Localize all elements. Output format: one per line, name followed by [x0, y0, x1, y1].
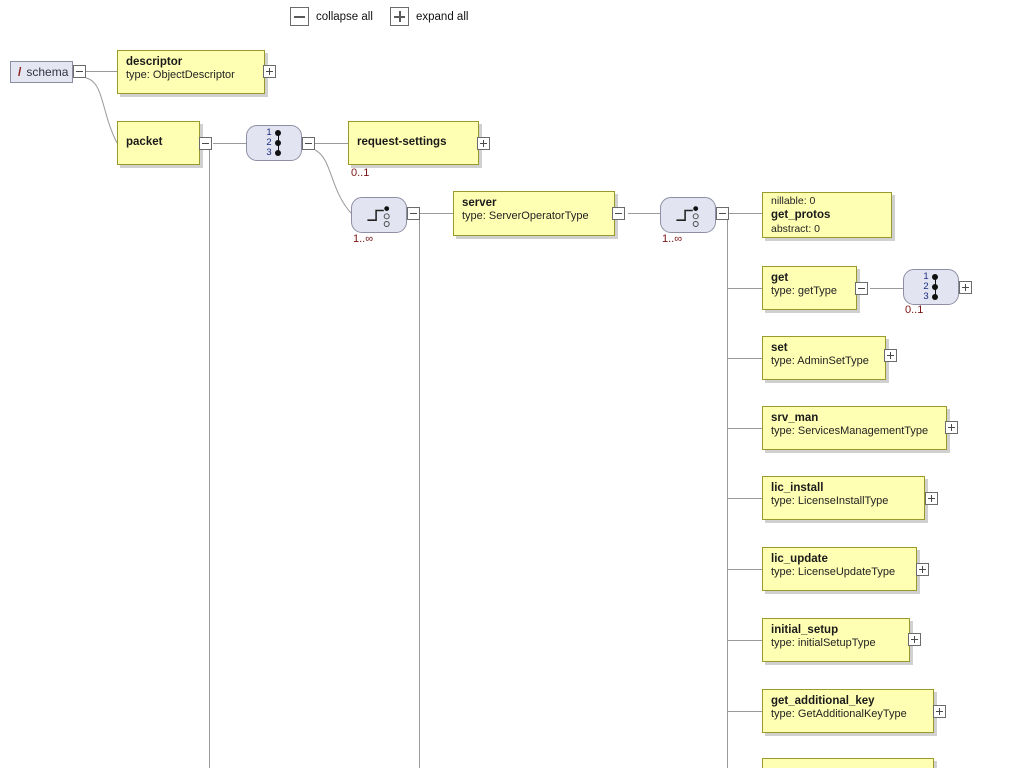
node-type: type: ServerOperatorType	[462, 210, 589, 223]
node-partial-clipped[interactable]	[762, 758, 934, 768]
node-get[interactable]: get type: getType	[762, 266, 857, 310]
trunk-line-packet	[209, 150, 210, 768]
node-name: initial_setup	[771, 624, 839, 636]
node-type: type: ObjectDescriptor	[126, 69, 235, 82]
node-request-settings-expand-toggle[interactable]	[477, 137, 490, 150]
node-lic-install-expand-toggle[interactable]	[925, 492, 938, 505]
trunk-line-server-choice	[419, 220, 420, 768]
node-set[interactable]: set type: AdminSetType	[762, 336, 886, 380]
schema-slash-marker: /	[18, 65, 22, 79]
connector-choice-server	[420, 213, 453, 214]
plus-square-icon[interactable]	[390, 7, 409, 26]
node-server[interactable]: server type: ServerOperatorType	[453, 191, 615, 236]
connector-get-sequence	[870, 288, 903, 289]
cardinality-choice-operations: 1..∞	[662, 233, 683, 245]
node-packet[interactable]: packet	[117, 121, 200, 165]
branch-line-initial-setup	[727, 640, 762, 641]
sequence-dots-icon	[932, 274, 939, 300]
expand-all-control[interactable]: expand all	[390, 7, 468, 26]
node-name: server	[462, 197, 497, 209]
node-set-expand-toggle[interactable]	[884, 349, 897, 362]
connector-choice-getprotos	[729, 213, 762, 214]
node-lic-update[interactable]: lic_update type: LicenseUpdateType	[762, 547, 917, 591]
compositor-choice-operations[interactable]	[660, 197, 716, 233]
collapse-all-control[interactable]: collapse all	[290, 7, 373, 26]
node-server-collapse-toggle[interactable]	[612, 207, 625, 220]
sequence-dots-icon	[275, 130, 282, 156]
node-initial-setup-expand-toggle[interactable]	[908, 633, 921, 646]
node-type: type: LicenseUpdateType	[771, 566, 896, 579]
node-request-settings[interactable]: request-settings	[348, 121, 479, 165]
node-packet-collapse-toggle[interactable]	[199, 137, 212, 150]
compositor-choice-server[interactable]	[351, 197, 407, 233]
node-type: type: getType	[771, 285, 838, 298]
node-lic-update-expand-toggle[interactable]	[916, 563, 929, 576]
node-name: set	[771, 342, 788, 354]
cardinality-request-settings: 0..1	[351, 167, 370, 179]
collapse-all-label: collapse all	[316, 10, 373, 23]
root-schema-node[interactable]: / schema	[10, 61, 73, 83]
compositor-sequence-packet-toggle[interactable]	[302, 137, 315, 150]
node-get-additional-key[interactable]: get_additional_key type: GetAdditionalKe…	[762, 689, 934, 733]
choice-icon	[367, 206, 390, 228]
node-type: type: ServicesManagementType	[771, 425, 929, 438]
node-descriptor-expand-toggle[interactable]	[263, 65, 276, 78]
trunk-line-operations	[727, 220, 728, 768]
compositor-choice-operations-toggle[interactable]	[716, 207, 729, 220]
node-name: request-settings	[357, 136, 447, 149]
root-schema-collapse-toggle[interactable]	[73, 65, 86, 78]
compositor-sequence-get-toggle[interactable]	[959, 281, 972, 294]
compositor-choice-server-toggle[interactable]	[407, 207, 420, 220]
node-name: get_protos	[771, 209, 831, 222]
connector-schema-descriptor	[86, 71, 117, 72]
connector-sequence-request-settings	[315, 143, 348, 144]
node-get-additional-key-expand-toggle[interactable]	[933, 705, 946, 718]
node-name: lic_update	[771, 553, 828, 565]
node-name: get	[771, 272, 789, 284]
branch-line-lic-install	[727, 498, 762, 499]
node-get-protos[interactable]: nillable: 0 get_protos abstract: 0	[762, 192, 892, 238]
node-name: packet	[126, 136, 163, 149]
node-descriptor[interactable]: descriptor type: ObjectDescriptor	[117, 50, 265, 94]
node-srv-man-expand-toggle[interactable]	[945, 421, 958, 434]
connector-packet-sequence	[213, 143, 246, 144]
branch-line-set	[727, 358, 762, 359]
node-type: type: initialSetupType	[771, 637, 876, 650]
branch-line-get	[727, 288, 762, 289]
cardinality-sequence-get: 0..1	[905, 304, 924, 316]
node-type: type: LicenseInstallType	[771, 495, 889, 508]
choice-icon	[676, 206, 699, 228]
branch-line-get-additional-key	[727, 711, 762, 712]
node-type: type: GetAdditionalKeyType	[771, 708, 907, 721]
node-get-collapse-toggle[interactable]	[855, 282, 868, 295]
node-abstract: abstract: 0	[771, 222, 821, 235]
node-lic-install[interactable]: lic_install type: LicenseInstallType	[762, 476, 925, 520]
node-type: type: AdminSetType	[771, 355, 869, 368]
node-srv-man[interactable]: srv_man type: ServicesManagementType	[762, 406, 947, 450]
expand-all-label: expand all	[416, 10, 469, 23]
node-name: lic_install	[771, 482, 824, 494]
minus-square-icon[interactable]	[290, 7, 309, 26]
branch-line-lic-update	[727, 569, 762, 570]
cardinality-choice-server: 1..∞	[353, 233, 374, 245]
node-initial-setup[interactable]: initial_setup type: initialSetupType	[762, 618, 910, 662]
node-name: get_additional_key	[771, 695, 875, 707]
node-name: descriptor	[126, 56, 183, 68]
node-name: srv_man	[771, 412, 819, 424]
schema-label: schema	[26, 65, 69, 79]
branch-line-srv-man	[727, 428, 762, 429]
connector-server-choice	[628, 213, 660, 214]
node-nillable: nillable: 0	[771, 195, 816, 207]
